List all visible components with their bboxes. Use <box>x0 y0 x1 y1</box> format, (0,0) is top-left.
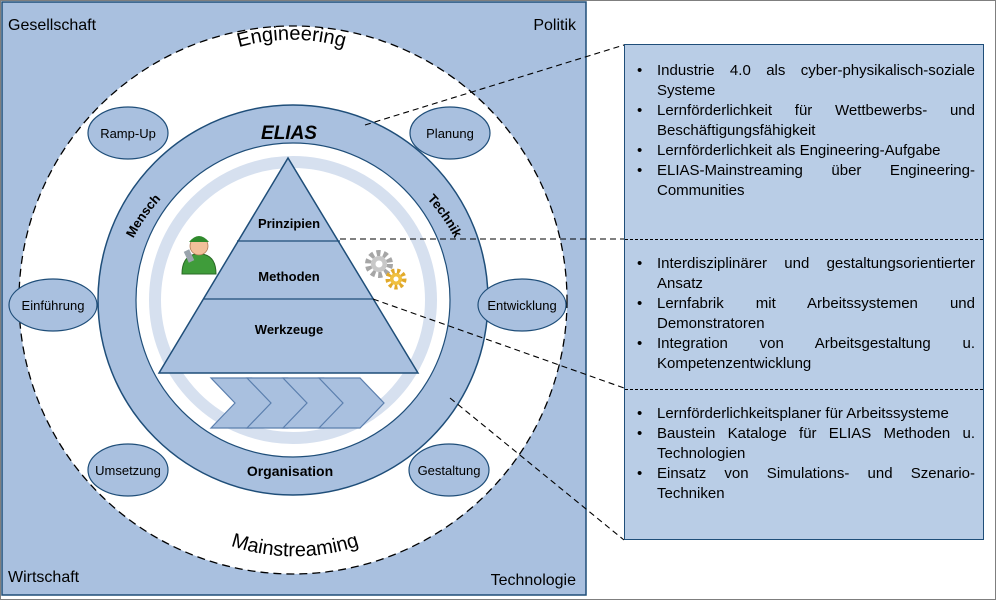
pyramid-werkzeuge: Werkzeuge <box>255 322 323 337</box>
panel-divider <box>625 239 983 240</box>
corner-politik: Politik <box>533 17 577 34</box>
gears-icon <box>365 250 407 290</box>
phase-gestaltung: Gestaltung <box>408 443 490 497</box>
list-item: Lernförderlichkeit als Engineering-Aufga… <box>637 141 975 161</box>
connector-lines <box>340 44 625 541</box>
phase-planung: Planung <box>409 106 491 160</box>
phase-einfuehrung: Einführung <box>8 278 98 332</box>
svg-text:Einführung: Einführung <box>22 298 85 313</box>
panel-section-principles: Industrie 4.0 als cyber-physikalisch-soz… <box>625 61 983 201</box>
worker-icon <box>181 236 217 275</box>
pyramid-methoden: Methoden <box>258 269 319 284</box>
list-item: Lernfabrik mit Arbeitssystemen und Demon… <box>637 294 975 334</box>
details-panel: Industrie 4.0 als cyber-physikalisch-soz… <box>624 44 984 540</box>
panel-section-tools: Lernförderlichkeitsplaner für Arbeitssys… <box>625 404 983 504</box>
process-chevrons-icon <box>209 377 385 429</box>
list-item: Baustein Kataloge für ELIAS Methoden u. … <box>637 424 975 464</box>
list-item: Integration von Arbeitsgestaltung u. Kom… <box>637 334 975 374</box>
panel-section-methods: Interdisziplinärer und gestaltungsorient… <box>625 254 983 374</box>
list-item: Lernförderlichkeit für Wettbewerbs- und … <box>637 101 975 141</box>
label-organisation: Organisation <box>247 463 333 479</box>
phase-entwicklung: Entwicklung <box>477 278 567 332</box>
corner-gesellschaft: Gesellschaft <box>8 17 97 34</box>
panel-divider <box>625 389 983 390</box>
pyramid <box>157 156 420 374</box>
list-item: Interdisziplinärer und gestaltungsorient… <box>637 254 975 294</box>
phase-umsetzung: Umsetzung <box>87 443 169 497</box>
list-item: Einsatz von Simulations- und Szenario-Te… <box>637 464 975 504</box>
elias-glow-ring <box>149 156 437 444</box>
corner-wirtschaft: Wirtschaft <box>8 569 80 586</box>
svg-text:Umsetzung: Umsetzung <box>95 463 161 478</box>
pyramid-prinzipien: Prinzipien <box>258 216 320 231</box>
list-item: Lernförderlichkeitsplaner für Arbeitssys… <box>637 404 975 424</box>
svg-text:Gestaltung: Gestaltung <box>418 463 481 478</box>
svg-text:Entwicklung: Entwicklung <box>487 298 556 313</box>
label-elias: ELIAS <box>261 123 317 144</box>
list-item: ELIAS-Mainstreaming über Engineering-Com… <box>637 161 975 201</box>
svg-text:Ramp-Up: Ramp-Up <box>100 126 156 141</box>
svg-text:Planung: Planung <box>426 126 474 141</box>
phase-ramp-up: Ramp-Up <box>87 106 169 160</box>
corner-technologie: Technologie <box>491 572 577 589</box>
list-item: Industrie 4.0 als cyber-physikalisch-soz… <box>637 61 975 101</box>
